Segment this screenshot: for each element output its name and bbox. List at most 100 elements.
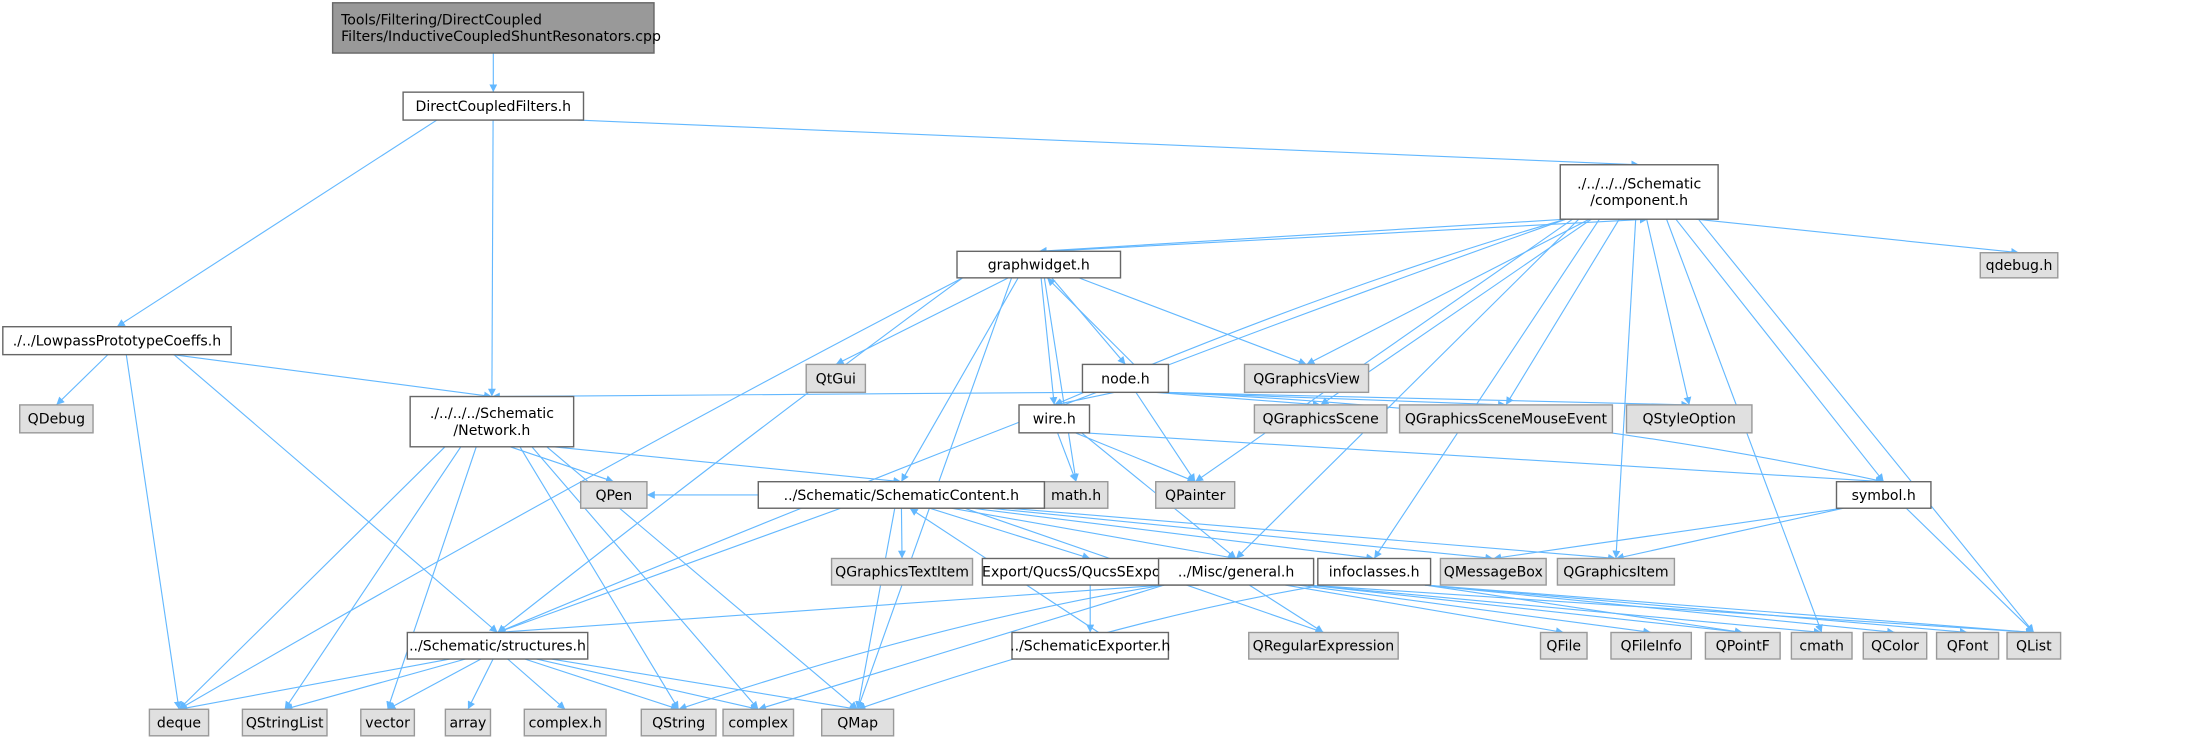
node-vector[interactable]: vector <box>360 708 416 737</box>
node-lowpass[interactable]: ./../LowpassPrototypeCoeffs.h <box>2 326 232 356</box>
node-qdebug[interactable]: QDebug <box>19 404 94 434</box>
node-dcf[interactable]: DirectCoupledFilters.h <box>402 91 585 121</box>
edge-comp-to-qstyle <box>1646 219 1692 406</box>
node-box[interactable] <box>1018 404 1091 434</box>
node-box[interactable] <box>1155 481 1236 509</box>
node-sc[interactable]: ../Schematic/SchematicContent.h <box>757 481 1046 509</box>
node-label: QGraphicsItem <box>1563 565 1668 581</box>
node-box[interactable] <box>1317 557 1432 586</box>
node-box[interactable] <box>402 91 585 121</box>
node-qpainter[interactable]: QPainter <box>1155 481 1236 509</box>
node-math[interactable]: math.h <box>1043 481 1109 509</box>
node-qfileinfo[interactable]: QFileInfo <box>1610 631 1693 660</box>
node-box[interactable] <box>241 708 328 737</box>
node-network[interactable]: ./../../../Schematic/Network.h <box>409 395 575 448</box>
node-box[interactable] <box>360 708 416 737</box>
node-comp[interactable]: ./../../../Schematic/component.h <box>1559 164 1719 220</box>
node-qgsme[interactable]: QGraphicsSceneMouseEvent <box>1398 404 1614 434</box>
node-label: QColor <box>1871 639 1919 655</box>
node-qtgui[interactable]: QtGui <box>805 363 867 394</box>
node-box[interactable] <box>1835 481 1932 509</box>
node-box[interactable] <box>1625 404 1753 434</box>
node-box[interactable] <box>1704 631 1781 660</box>
node-qregex[interactable]: QRegularExpression <box>1248 631 1399 660</box>
node-node[interactable]: node.h <box>1081 363 1170 394</box>
node-qgtext[interactable]: QGraphicsTextItem <box>830 557 974 586</box>
node-deque[interactable]: deque <box>148 708 210 737</box>
edge-node-to-gw <box>1046 277 1135 365</box>
node-box[interactable] <box>523 708 607 737</box>
node-info[interactable]: infoclasses.h <box>1317 557 1432 586</box>
node-array[interactable]: array <box>444 708 492 737</box>
node-box[interactable] <box>640 708 717 737</box>
node-box[interactable] <box>820 708 895 737</box>
node-box[interactable] <box>1559 164 1719 220</box>
node-qmap[interactable]: QMap <box>820 708 895 737</box>
node-box[interactable] <box>2 326 232 356</box>
node-label: ../Misc/general.h <box>1178 565 1295 581</box>
node-schexp[interactable]: ../SchematicExporter.h <box>1010 631 1170 660</box>
node-cmath[interactable]: cmath <box>1790 631 1853 660</box>
node-gw[interactable]: graphwidget.h <box>956 250 1122 279</box>
node-box[interactable] <box>757 481 1046 509</box>
node-wire[interactable]: wire.h <box>1018 404 1091 434</box>
node-qgview[interactable]: QGraphicsView <box>1243 363 1370 394</box>
node-qcolor[interactable]: QColor <box>1862 631 1928 660</box>
node-general[interactable]: ../Misc/general.h <box>1157 557 1315 586</box>
node-box[interactable] <box>2006 631 2062 660</box>
node-qfile[interactable]: QFile <box>1539 631 1588 660</box>
edge-wire-to-symbol <box>1083 432 1884 486</box>
node-complex[interactable]: complex <box>722 708 795 737</box>
node-qgscene[interactable]: QGraphicsScene <box>1253 404 1388 434</box>
node-qstring[interactable]: QString <box>640 708 717 737</box>
node-qdebugh[interactable]: qdebug.h <box>1979 252 2059 279</box>
node-label: QMessageBox <box>1444 565 1543 581</box>
node-box[interactable] <box>1398 404 1614 434</box>
edge-comp-to-general <box>1235 218 1580 559</box>
node-box[interactable] <box>1439 557 1547 586</box>
node-qfont[interactable]: QFont <box>1935 631 2000 660</box>
node-box[interactable] <box>406 631 589 660</box>
node-box[interactable] <box>1539 631 1588 660</box>
node-box[interactable] <box>1243 363 1370 394</box>
node-qmsg[interactable]: QMessageBox <box>1439 557 1547 586</box>
node-box[interactable] <box>722 708 795 737</box>
node-box[interactable] <box>1011 631 1170 660</box>
node-box[interactable] <box>1610 631 1693 660</box>
edge-struct-to-vector <box>387 658 482 710</box>
edge-struct-to-array <box>467 658 494 710</box>
node-box[interactable] <box>579 481 648 509</box>
node-symbol[interactable]: symbol.h <box>1835 481 1932 509</box>
edge-struct-to-qstring <box>524 658 679 711</box>
node-box[interactable] <box>331 2 655 54</box>
edge-sc-to-struct <box>497 507 841 634</box>
node-box[interactable] <box>805 363 867 394</box>
node-box[interactable] <box>19 404 94 434</box>
node-box[interactable] <box>1556 557 1676 586</box>
node-box[interactable] <box>956 250 1122 279</box>
node-box[interactable] <box>409 395 575 448</box>
node-struct[interactable]: ../Schematic/structures.h <box>406 631 589 660</box>
node-box[interactable] <box>1157 557 1315 586</box>
node-box[interactable] <box>1248 631 1399 660</box>
node-qgitem[interactable]: QGraphicsItem <box>1556 557 1676 586</box>
node-qstringlist[interactable]: QStringList <box>241 708 328 737</box>
node-box[interactable] <box>1862 631 1928 660</box>
edge-gw-to-struct <box>497 277 963 633</box>
node-box[interactable] <box>830 557 974 586</box>
node-qpen[interactable]: QPen <box>579 481 648 509</box>
node-complexh[interactable]: complex.h <box>523 708 607 737</box>
node-box[interactable] <box>148 708 210 737</box>
node-box[interactable] <box>1253 404 1388 434</box>
node-box[interactable] <box>1081 363 1170 394</box>
node-box[interactable] <box>1935 631 2000 660</box>
node-cpp[interactable]: Tools/Filtering/DirectCoupledFilters/Ind… <box>331 2 661 54</box>
node-box[interactable] <box>1979 252 2059 279</box>
node-box[interactable] <box>444 708 492 737</box>
edge-comp-to-gw <box>1038 218 1566 255</box>
node-qlist[interactable]: QList <box>2006 631 2062 660</box>
node-qstyle[interactable]: QStyleOption <box>1625 404 1753 434</box>
edge-lowpass-to-deque <box>125 354 182 710</box>
node-qpointf[interactable]: QPointF <box>1704 631 1781 660</box>
node-box[interactable] <box>1790 631 1853 660</box>
